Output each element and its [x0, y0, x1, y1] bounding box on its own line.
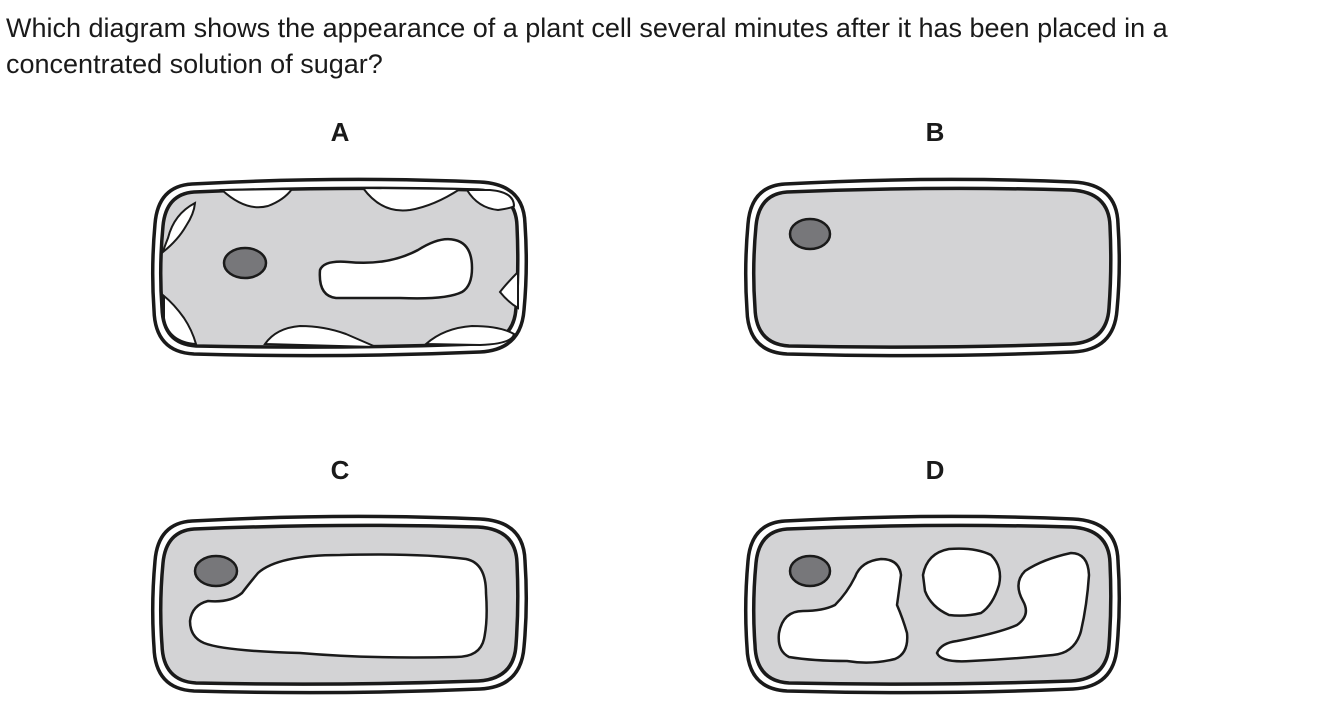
nucleus	[193, 554, 239, 588]
nucleus	[788, 554, 832, 588]
option-c-label: C	[330, 455, 350, 485]
cell-diagram-c[interactable]	[150, 514, 530, 695]
plasmolysis-gaps	[161, 186, 519, 348]
option-b-label: B	[925, 117, 945, 147]
question-text: Which diagram shows the appearance of a …	[6, 13, 1168, 79]
cell-diagram-d[interactable]	[743, 514, 1123, 695]
vacuoles	[777, 547, 1091, 664]
cell-diagram-b[interactable]	[743, 177, 1123, 358]
vacuole	[188, 553, 488, 659]
option-d-label: D	[925, 455, 945, 485]
cell-membrane	[751, 186, 1113, 349]
cell-diagram-a[interactable]	[150, 177, 530, 358]
nucleus	[788, 217, 832, 251]
vacuole	[318, 237, 474, 300]
nucleus	[222, 246, 268, 280]
option-a-label: A	[330, 117, 350, 147]
